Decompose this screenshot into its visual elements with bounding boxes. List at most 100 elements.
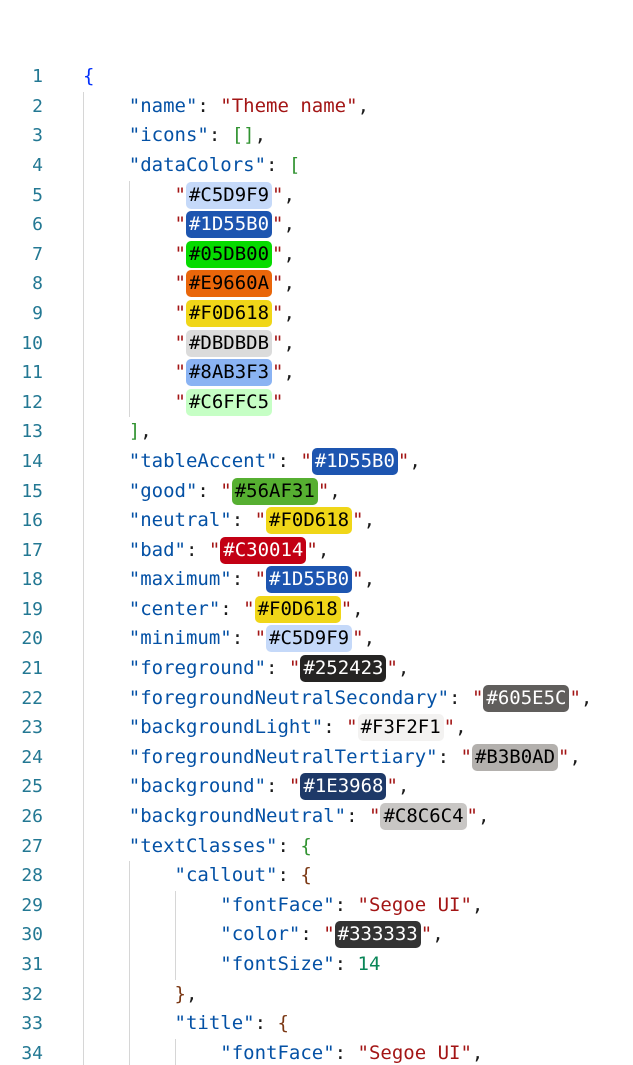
code-line[interactable]: 28"callout": { <box>0 861 633 891</box>
line-number[interactable]: 19 <box>21 598 43 620</box>
indent-guide <box>83 91 129 122</box>
color-value-chip: #1D55B0 <box>185 211 273 239</box>
code-line[interactable]: 34"fontFace": "Segoe UI", <box>0 1038 633 1065</box>
line-number[interactable]: 15 <box>21 480 43 502</box>
token-string: " <box>397 449 410 472</box>
code-line[interactable]: 2"name": "Theme name", <box>0 91 633 122</box>
token-punct: , <box>363 568 376 591</box>
line-number[interactable]: 11 <box>21 362 43 384</box>
code-content: "minimum": "#C5D9F9", <box>83 624 375 655</box>
line-number[interactable]: 12 <box>21 391 43 413</box>
line-number[interactable]: 22 <box>21 687 43 709</box>
token-bracket3: { <box>277 1012 289 1035</box>
line-number[interactable]: 33 <box>21 1013 43 1035</box>
line-number[interactable]: 29 <box>21 894 43 916</box>
token-punct: : <box>266 775 289 798</box>
code-line[interactable]: 1{ <box>0 62 633 92</box>
code-line[interactable]: 9"#F0D618", <box>0 298 633 329</box>
code-line[interactable]: 18"maximum": "#1D55B0", <box>0 565 633 595</box>
line-number[interactable]: 18 <box>21 569 43 591</box>
token-key: "neutral" <box>128 509 232 532</box>
code-line[interactable]: 16"neutral": "#F0D618", <box>0 506 633 536</box>
token-string: " <box>300 449 312 472</box>
code-line[interactable]: 26"backgroundNeutral": "#C8C6C4", <box>0 802 633 832</box>
code-line[interactable]: 19"center": "#F0D618", <box>0 594 633 625</box>
line-number[interactable]: 21 <box>21 658 43 680</box>
line-number[interactable]: 1 <box>32 66 43 88</box>
line-number[interactable]: 27 <box>21 835 43 857</box>
line-number[interactable]: 8 <box>32 273 43 295</box>
token-punct: : <box>197 94 221 117</box>
line-number[interactable]: 9 <box>32 302 43 324</box>
token-string: " <box>386 657 398 680</box>
code-line[interactable]: 20 "minimum": "#C5D9F9", <box>0 624 633 655</box>
code-line[interactable]: 32}, <box>0 979 633 1010</box>
line-number[interactable]: 25 <box>21 776 43 798</box>
code-line[interactable]: 29"fontFace": "Segoe UI", <box>0 890 633 921</box>
token-punct: , <box>283 183 295 206</box>
code-line[interactable]: 7"#05DB00", <box>0 239 633 270</box>
line-number[interactable]: 6 <box>32 214 43 236</box>
token-punct: , <box>357 94 370 117</box>
code-content: "#8AB3F3", <box>83 358 295 388</box>
line-number[interactable]: 32 <box>21 983 43 1005</box>
token-punct: : <box>300 923 324 946</box>
indent-guide <box>83 328 129 359</box>
token-key: "color" <box>220 923 301 946</box>
code-line[interactable]: 12"#C6FFC5" <box>0 387 633 418</box>
code-line[interactable]: 15"good": "#56AF31", <box>0 476 633 507</box>
code-line[interactable]: 24"foregroundNeutralTertiary": "#B3B0AD"… <box>0 742 633 773</box>
line-number[interactable]: 16 <box>21 510 43 532</box>
code-line[interactable]: 17"bad": "#C30014", <box>0 535 633 566</box>
code-line[interactable]: 33"title": { <box>0 1009 633 1039</box>
indent-guide <box>83 387 129 418</box>
code-line[interactable]: 5"#C5D9F9", <box>0 180 633 211</box>
code-line[interactable]: 22"foregroundNeutralSecondary": "#605E5C… <box>0 683 633 714</box>
code-line[interactable]: 30"color": "#333333", <box>0 920 633 950</box>
token-punct: : <box>334 953 358 975</box>
line-number[interactable]: 4 <box>32 154 43 176</box>
line-number[interactable]: 17 <box>21 539 43 561</box>
line-number[interactable]: 7 <box>32 243 43 265</box>
line-number[interactable]: 20 <box>21 628 43 650</box>
line-number[interactable]: 5 <box>32 184 43 206</box>
color-value-chip: #C5D9F9 <box>185 181 273 209</box>
token-string: " <box>272 331 284 354</box>
code-line[interactable]: 14"tableAccent": "#1D55B0", <box>0 446 633 477</box>
line-number[interactable]: 30 <box>21 924 43 946</box>
code-line[interactable]: 13], <box>0 417 633 447</box>
token-key: "foreground" <box>128 657 267 680</box>
code-line[interactable]: 31"fontSize": 14 <box>0 950 633 980</box>
line-number[interactable]: 14 <box>21 450 43 472</box>
code-line[interactable]: 25"background": "#1E3968", <box>0 772 633 803</box>
token-string: " <box>420 923 433 946</box>
token-punct: : <box>197 479 221 502</box>
line-number[interactable]: 10 <box>21 332 43 354</box>
line-number[interactable]: 24 <box>21 746 43 768</box>
line-number[interactable]: 13 <box>21 421 43 443</box>
code-content: { <box>83 62 94 92</box>
code-line[interactable]: 23"backgroundLight": "#F3F2F1", <box>0 713 633 743</box>
code-line[interactable]: 3"icons": [], <box>0 121 633 151</box>
code-line[interactable]: 10"#DBDBDB", <box>0 328 633 359</box>
line-number[interactable]: 23 <box>21 717 43 739</box>
token-key: "fontFace" <box>220 893 335 916</box>
code-line[interactable]: 21"foreground": "#252423", <box>0 654 633 684</box>
code-line[interactable]: 11 "#8AB3F3", <box>0 358 633 388</box>
code-line[interactable]: 6"#1D55B0", <box>0 210 633 240</box>
line-number[interactable]: 2 <box>32 95 43 117</box>
token-punct: : <box>334 1041 358 1064</box>
token-punct: , <box>283 213 295 236</box>
indent-guide <box>128 979 175 1010</box>
line-number[interactable]: 28 <box>21 865 43 887</box>
code-line[interactable]: 4"dataColors": [ <box>0 150 633 181</box>
line-number[interactable]: 26 <box>21 806 43 828</box>
code-content: "#E9660A", <box>83 269 295 299</box>
code-line[interactable]: 27"textClasses": { <box>0 831 633 862</box>
line-number[interactable]: 3 <box>32 125 43 147</box>
line-number[interactable]: 31 <box>21 954 43 975</box>
code-line[interactable]: 8 "#E9660A", <box>0 269 633 299</box>
line-number[interactable]: 34 <box>21 1042 43 1064</box>
token-string: " <box>272 301 284 324</box>
